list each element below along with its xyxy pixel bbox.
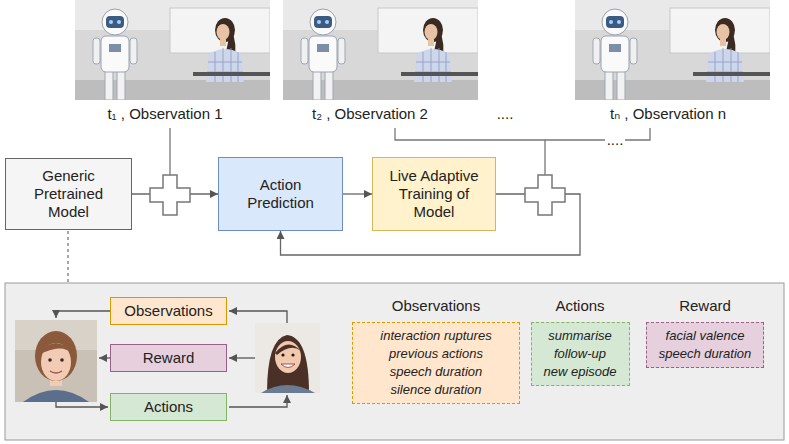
robot-photo — [75, 0, 270, 100]
box-text: Generic Pretrained Model — [14, 167, 123, 221]
list-item: summarise — [544, 327, 617, 345]
dashed-box: summarisefollow-upnew episode — [531, 322, 630, 386]
arrow — [229, 357, 255, 358]
list-heading: Reward — [646, 296, 765, 316]
list-item: speech duration — [659, 345, 752, 363]
list-box: Reward facial valencespeech duration — [646, 296, 765, 368]
box-text: Observations — [124, 302, 212, 320]
model-box: Generic Pretrained Model — [5, 158, 132, 230]
robot-photo — [575, 0, 770, 100]
time-label: t₁ , Observation 1 — [105, 105, 224, 123]
face-photo — [255, 323, 320, 393]
box-text: Reward — [143, 349, 195, 367]
flow-arrow — [343, 193, 372, 194]
arrow — [99, 357, 110, 358]
list-item: facial valence — [659, 327, 752, 345]
list-item: previous actions — [365, 345, 507, 363]
wire — [169, 128, 170, 176]
list-heading: Actions — [531, 296, 630, 316]
list-item: speech duration — [365, 363, 507, 381]
time-label: tₙ , Observation n — [608, 105, 728, 123]
loop-box: Observations — [110, 297, 227, 325]
list-item: follow-up — [544, 345, 617, 363]
ellipsis: .... — [495, 105, 516, 123]
panel — [5, 283, 784, 440]
robot-photo — [283, 0, 478, 100]
face-photo — [15, 320, 97, 402]
plus-symbol — [150, 175, 190, 215]
list-box: Actions summarisefollow-upnew episode — [531, 296, 630, 386]
process-box: Live Adaptive Training of Model — [372, 157, 496, 231]
arrow — [229, 311, 287, 323]
list-item: silence duration — [365, 381, 507, 399]
time-label: t₂ , Observation 2 — [310, 105, 430, 123]
list-heading: Observations — [352, 296, 520, 316]
loop-box: Actions — [110, 393, 227, 421]
process-box: Action Prediction — [218, 157, 343, 231]
dashed-leader — [67, 231, 68, 283]
box-text: Action Prediction — [227, 176, 334, 212]
wire — [545, 128, 650, 140]
arrow — [229, 395, 287, 407]
box-text: Live Adaptive Training of Model — [381, 167, 487, 221]
box-text: Actions — [144, 398, 193, 416]
ellipsis: .... — [605, 131, 626, 149]
arrow — [56, 402, 108, 407]
plus-symbol — [525, 175, 565, 215]
arrow — [56, 311, 110, 318]
dashed-box: interaction rupturesprevious actionsspee… — [352, 322, 520, 404]
list-item: interaction ruptures — [365, 327, 507, 345]
loop-box: Reward — [110, 344, 227, 372]
list-item: new episode — [544, 363, 617, 381]
list-box: Observations interaction rupturesprevious… — [352, 296, 520, 404]
dashed-box: facial valencespeech duration — [646, 322, 765, 368]
